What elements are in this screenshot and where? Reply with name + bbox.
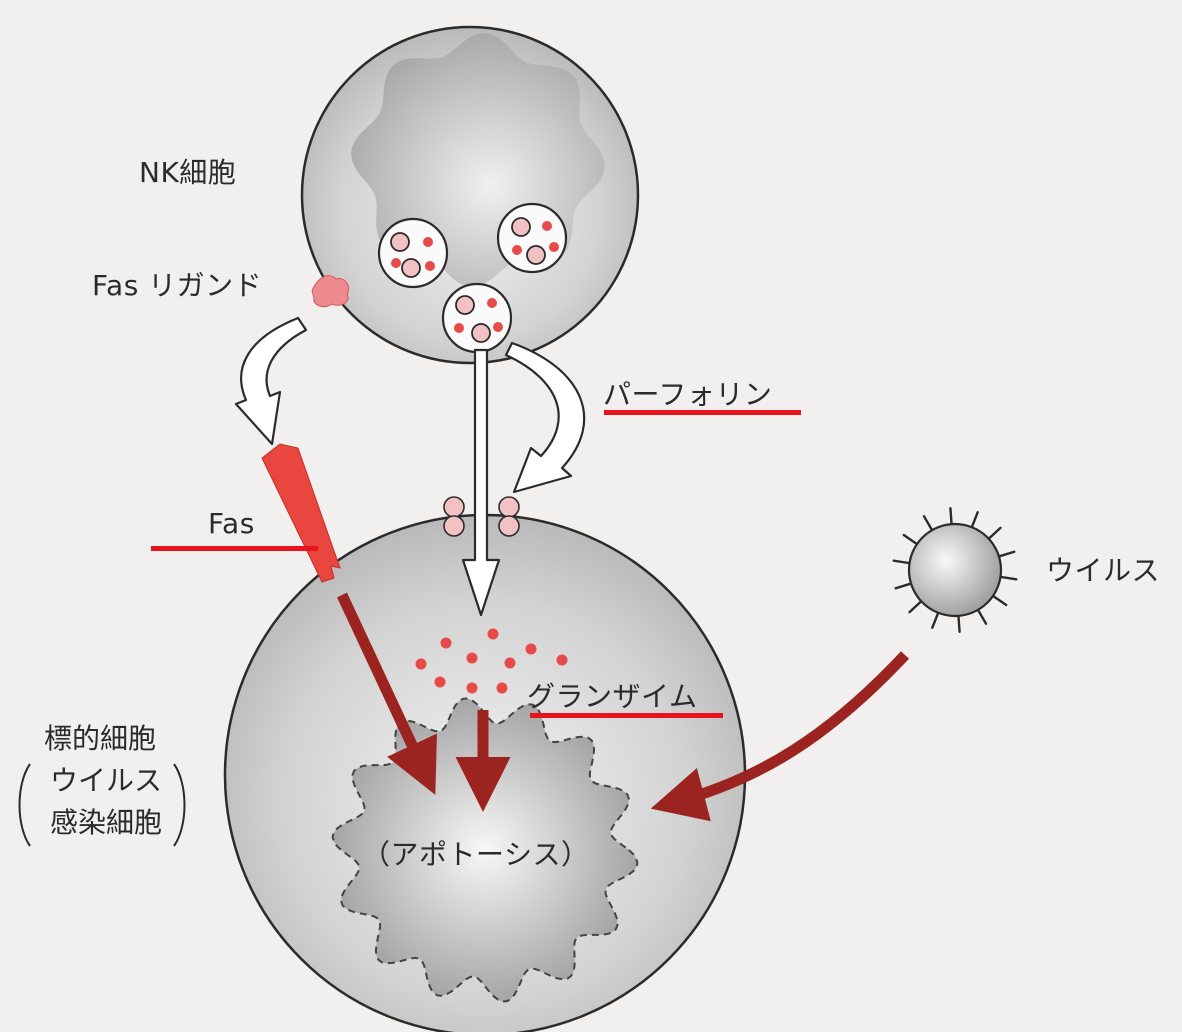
- arrow-fasl-to-fas: [236, 318, 306, 444]
- virus-spike: [999, 552, 1014, 557]
- label-virus: ウイルス: [1046, 549, 1160, 589]
- arrow-granule-to-target: [463, 350, 499, 615]
- virus-spike: [1000, 577, 1016, 579]
- underline-perforin: [604, 410, 801, 415]
- virus-spike: [894, 561, 910, 563]
- virus-spike: [989, 528, 1001, 539]
- label-fas-ligand: Fas リガンド: [92, 264, 262, 304]
- paren-left: [8, 760, 38, 850]
- virus-spike: [978, 610, 986, 624]
- label-fas: Fas: [208, 507, 255, 540]
- granule-right: [498, 204, 566, 272]
- virus-spike: [950, 508, 951, 524]
- fas-receptor: [262, 444, 340, 582]
- label-nk-cell: NK細胞: [139, 151, 236, 191]
- label-target-cell-line3: 感染細胞: [28, 802, 162, 844]
- virus-spike: [972, 512, 978, 527]
- underline-fas: [151, 546, 318, 551]
- fas-ligand-molecule: [312, 276, 349, 307]
- label-target-cell: 標的細胞 ウイルス 感染細胞: [28, 718, 162, 844]
- underline-granzyme: [530, 713, 723, 718]
- virus-spike: [932, 613, 938, 628]
- granule-left: [379, 219, 447, 287]
- virus-spike: [958, 616, 959, 632]
- paren-right: [166, 760, 196, 850]
- arrow-perforin: [506, 343, 584, 492]
- virus-spike: [910, 601, 922, 612]
- granule-bottom: [443, 284, 511, 352]
- virus-spike: [896, 584, 911, 589]
- virus-spike: [904, 535, 917, 544]
- label-perforin: パーフォリン: [603, 373, 772, 413]
- virus-spike: [924, 516, 932, 530]
- label-granzyme: グランザイム: [527, 675, 697, 715]
- label-target-cell-line1: 標的細胞: [28, 718, 162, 760]
- virus-spike: [993, 596, 1006, 605]
- label-apoptosis: （アポトーシス）: [362, 833, 589, 873]
- label-target-cell-line2: ウイルス: [28, 760, 162, 802]
- virus-particle: [894, 508, 1017, 632]
